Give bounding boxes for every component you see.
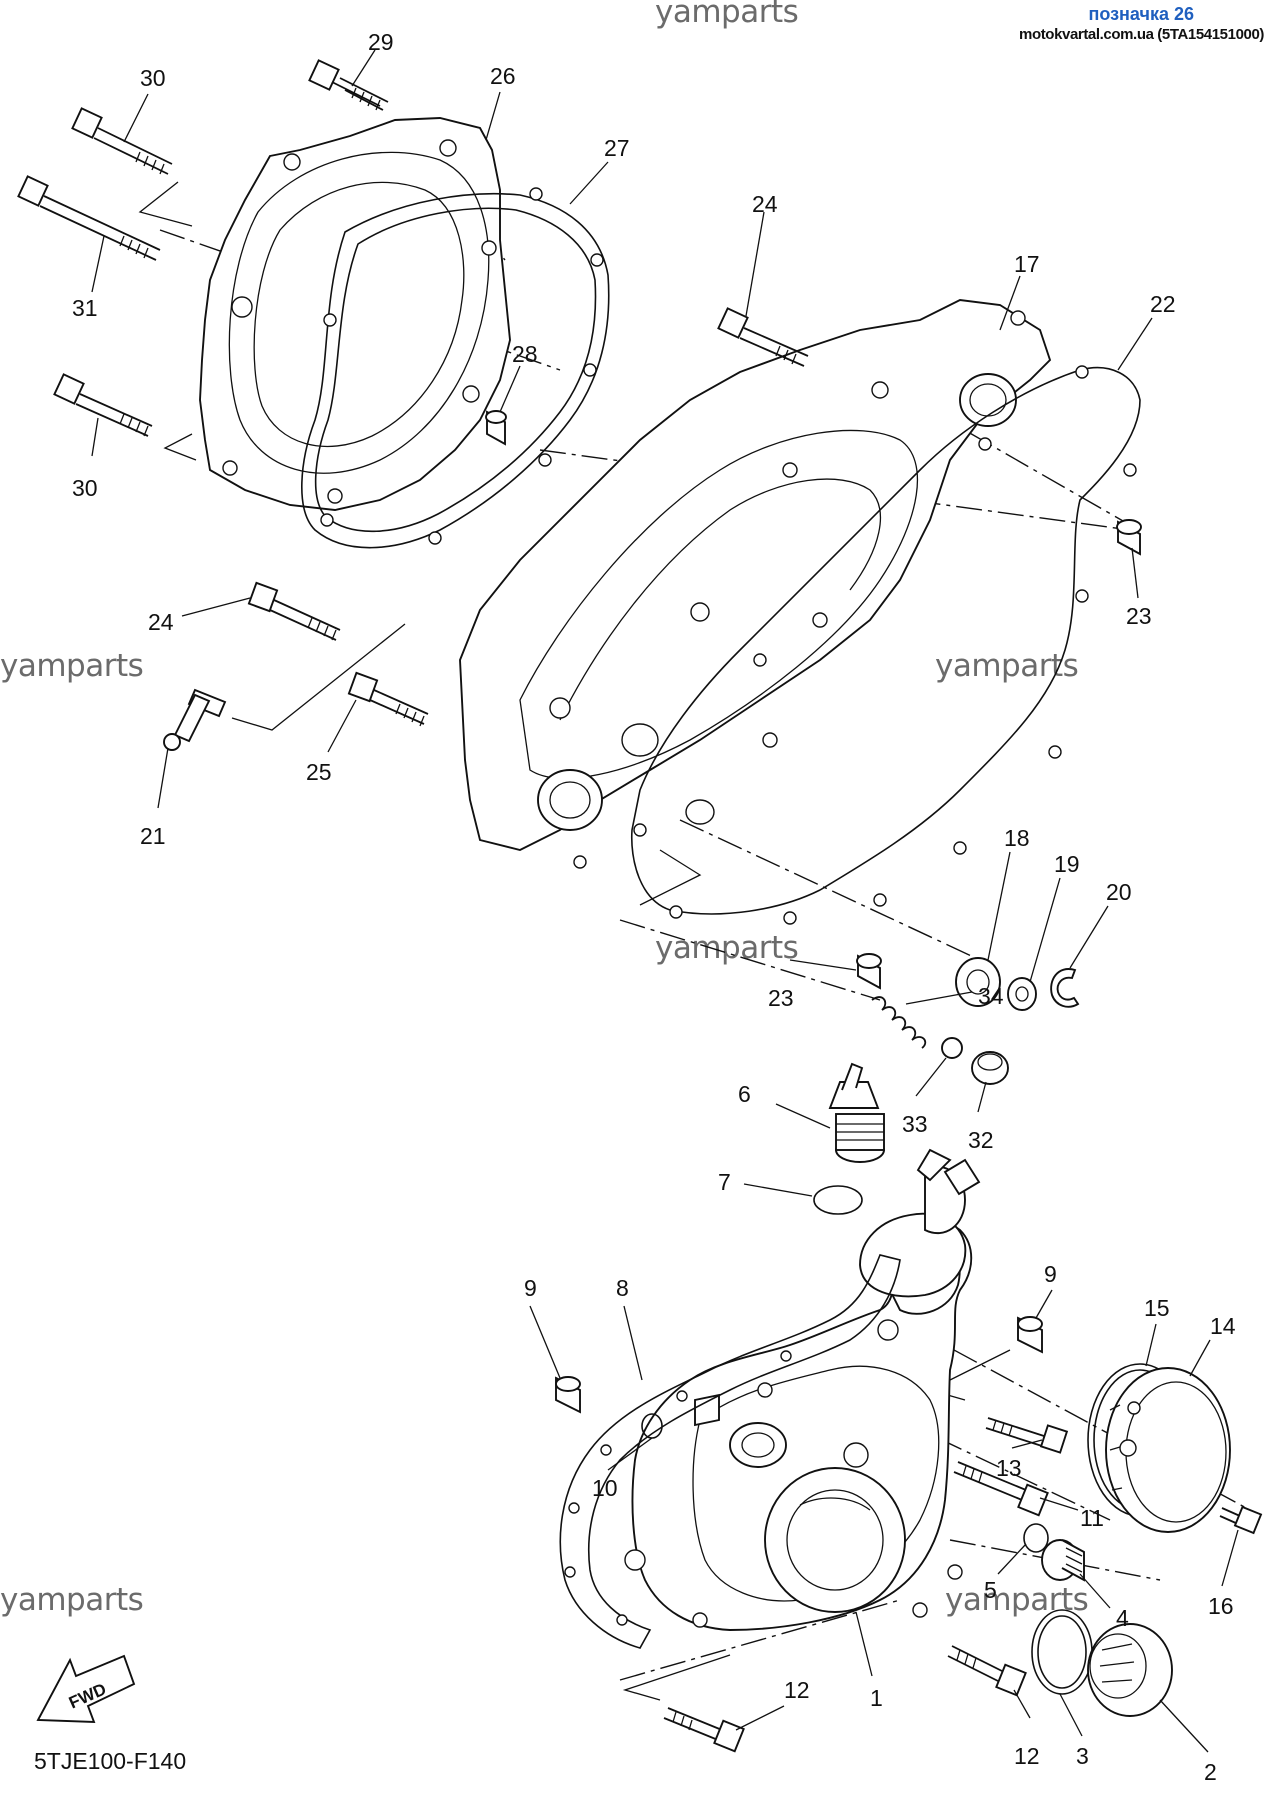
bolt-24-upper bbox=[717, 307, 809, 367]
callout-14: 14 bbox=[1210, 1313, 1236, 1339]
callout-16: 16 bbox=[1208, 1593, 1234, 1619]
watermark-right-bottom: yamparts bbox=[945, 1582, 1089, 1618]
callout-28: 28 bbox=[512, 341, 538, 367]
callout-30: 30 bbox=[140, 65, 166, 91]
callout-1: 1 bbox=[870, 1685, 883, 1711]
bolt-30-lower bbox=[53, 373, 153, 437]
crankcase-cover-17 bbox=[459, 299, 1052, 869]
cover-14 bbox=[1105, 1367, 1231, 1533]
callout-27: 27 bbox=[604, 135, 630, 161]
fitting-21 bbox=[163, 688, 227, 751]
callout-5: 5 bbox=[984, 1577, 997, 1603]
watermark-top: yamparts bbox=[655, 0, 799, 30]
o-ring-5 bbox=[1023, 1523, 1049, 1553]
watermark-left-bottom: yamparts bbox=[0, 1582, 144, 1618]
callout-22: 22 bbox=[1150, 291, 1176, 317]
bolt-24-lower bbox=[247, 581, 341, 641]
gasket-22 bbox=[630, 365, 1141, 925]
outer-cover-26 bbox=[199, 117, 511, 511]
bolt-29 bbox=[308, 59, 389, 111]
o-ring-7 bbox=[813, 1185, 863, 1215]
bolt-25 bbox=[347, 671, 429, 727]
header-label: позначка 26 bbox=[1088, 4, 1194, 24]
callout-23b: 23 bbox=[768, 985, 794, 1011]
callout-12b: 12 bbox=[1014, 1743, 1040, 1769]
spring-34 bbox=[871, 996, 927, 1049]
callout-8: 8 bbox=[616, 1275, 629, 1301]
callout-labels: 29 30 26 27 31 30 24 17 22 28 23 24 21 2… bbox=[72, 29, 1236, 1785]
callout-18: 18 bbox=[1004, 825, 1030, 851]
leader-lines bbox=[91, 49, 1239, 1753]
callout-25: 25 bbox=[306, 759, 332, 785]
callout-21: 21 bbox=[140, 823, 166, 849]
bolt-11 bbox=[953, 1461, 1049, 1517]
washer-19 bbox=[1007, 977, 1037, 1011]
plug-4 bbox=[1041, 1539, 1085, 1582]
o-ring-3 bbox=[1031, 1609, 1093, 1695]
gasket-27 bbox=[301, 187, 610, 549]
callout-6: 6 bbox=[738, 1081, 751, 1107]
water-pump-housing bbox=[859, 1148, 981, 1341]
gasket-8 bbox=[559, 1254, 901, 1649]
callout-24b: 24 bbox=[148, 609, 174, 635]
bolt-12-right bbox=[947, 1645, 1027, 1697]
oil-filler-plug-6 bbox=[828, 1062, 885, 1163]
dowel-23-lower bbox=[856, 953, 882, 990]
callout-17: 17 bbox=[1014, 251, 1040, 277]
connector-lines bbox=[138, 181, 1011, 1701]
callout-13: 13 bbox=[996, 1455, 1022, 1481]
callout-4: 4 bbox=[1116, 1605, 1129, 1631]
callout-31: 31 bbox=[72, 295, 98, 321]
callout-33: 33 bbox=[902, 1111, 928, 1137]
plug-2 bbox=[1087, 1623, 1173, 1717]
callout-34: 34 bbox=[978, 983, 1004, 1009]
watermark-left-mid: yamparts bbox=[0, 648, 144, 684]
bolt-31 bbox=[17, 175, 161, 261]
diagram-code: 5TJE100-F140 bbox=[34, 1748, 187, 1774]
plug-32 bbox=[971, 1051, 1009, 1085]
bolt-30-upper bbox=[71, 107, 173, 175]
bolt-13 bbox=[985, 1417, 1069, 1454]
watermark-center-right: yamparts bbox=[935, 648, 1079, 684]
ball-33 bbox=[941, 1037, 963, 1059]
callout-30b: 30 bbox=[72, 475, 98, 501]
circlip-20 bbox=[1050, 968, 1080, 1008]
callout-15: 15 bbox=[1144, 1295, 1170, 1321]
callout-11: 11 bbox=[1080, 1505, 1104, 1531]
callout-19: 19 bbox=[1054, 851, 1080, 877]
callout-2: 2 bbox=[1204, 1759, 1217, 1785]
dowel-23-upper bbox=[1116, 519, 1142, 556]
bolt-16 bbox=[1219, 1505, 1263, 1535]
callout-24: 24 bbox=[752, 191, 778, 217]
callout-12: 12 bbox=[784, 1677, 810, 1703]
fwd-arrow: FWD bbox=[36, 1654, 136, 1724]
dowel-28 bbox=[485, 410, 507, 446]
callout-32: 32 bbox=[968, 1127, 994, 1153]
watermark-center: yamparts bbox=[655, 930, 799, 966]
callout-7: 7 bbox=[718, 1169, 731, 1195]
bolt-12-left bbox=[663, 1707, 745, 1753]
header-source: motokvartal.com.ua (5TA154151000) bbox=[1019, 26, 1264, 43]
callout-26: 26 bbox=[490, 63, 516, 89]
callout-29: 29 bbox=[368, 29, 394, 55]
callout-3: 3 bbox=[1076, 1743, 1089, 1769]
callout-9: 9 bbox=[524, 1275, 537, 1301]
bearing-18 bbox=[955, 957, 1001, 1007]
callout-23: 23 bbox=[1126, 603, 1152, 629]
callout-10: 10 bbox=[592, 1475, 618, 1501]
callout-9b: 9 bbox=[1044, 1261, 1057, 1287]
callout-20: 20 bbox=[1106, 879, 1132, 905]
dowel-9-right bbox=[1017, 1316, 1043, 1354]
dowel-9-left bbox=[555, 1376, 581, 1414]
